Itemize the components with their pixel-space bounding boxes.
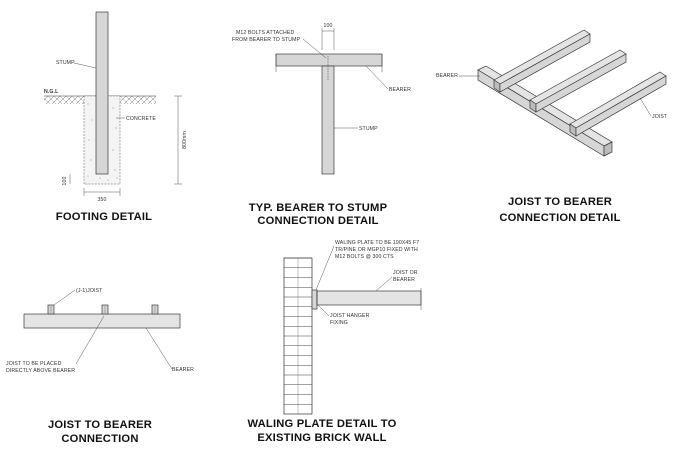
hanger-label-1: JOIST HANGER <box>330 313 370 319</box>
waling-joist-label-1: JOIST OR <box>393 270 418 276</box>
brick-courses <box>284 257 312 414</box>
waling-plate <box>311 289 318 310</box>
waling-note-leader <box>315 245 335 291</box>
joist-bearer-iso: BEARER JOIST JOIST TO BEARER CONNECTION … <box>436 29 668 224</box>
conn-note-1: JOIST TO BE PLACED <box>6 361 62 367</box>
stump-label: STUMP <box>56 60 75 66</box>
waling-joist-leader <box>375 276 393 292</box>
waling-title-2: EXISTING BRICK WALL <box>257 432 386 444</box>
joist-or-bearer <box>316 290 422 306</box>
iso-joist-label: JOIST <box>652 114 668 120</box>
joist-1-side <box>499 33 591 93</box>
hanger-label-2: FIXING <box>330 320 348 326</box>
bearer-leader <box>365 65 389 90</box>
footing-detail: STUMP N.G.L CONCRETE 800mm 100 350 FOOTI… <box>44 11 188 223</box>
iso-joist-leader <box>639 97 652 117</box>
bearer-label: BEARER <box>389 87 411 93</box>
depth-dim-text: 800mm <box>182 131 188 149</box>
ngl-label: N.G.L <box>44 89 59 95</box>
stump-post-2 <box>321 65 335 175</box>
conn-bearer-label: BEARER <box>172 367 194 373</box>
bolt-leader <box>302 38 327 59</box>
ground-hatch-right <box>120 96 156 104</box>
concrete-speckle <box>87 103 118 181</box>
waling-note-2: TR/PINE OR MGP10 FIXED WITH <box>335 247 418 253</box>
ground-hatch-left <box>44 96 84 104</box>
stump-post <box>95 11 109 175</box>
waling-plate-detail: WALING PLATE TO BE 190X45 F7 TR/PINE OR … <box>247 240 422 444</box>
conn-title-1: JOIST TO BEARER <box>48 419 152 431</box>
conn-bearer <box>23 313 181 329</box>
bearer-stump-title-2: CONNECTION DETAIL <box>257 215 378 227</box>
conn-joist-label: (J-1)JOIST <box>76 288 103 294</box>
conn-joist-leader <box>53 289 76 306</box>
width-dim-text: 350 <box>98 197 107 203</box>
conn-note-2: DIRECTLY ABOVE BEARER <box>6 368 75 374</box>
joist-2-side <box>535 53 627 113</box>
iso-title-1: JOIST TO BEARER <box>508 196 612 208</box>
conn-title-2: CONNECTION <box>61 433 138 445</box>
bearer-beam <box>275 53 383 67</box>
concrete-label: CONCRETE <box>126 116 156 122</box>
waling-title-1: WALING PLATE DETAIL TO <box>247 418 396 430</box>
bearer-stump-title-1: TYP. BEARER TO STUMP <box>249 202 388 214</box>
conn-bearer-leader <box>145 327 173 370</box>
iso-bearer-label: BEARER <box>436 73 458 79</box>
stump-label-2: STUMP <box>359 126 378 132</box>
bearer-stump-detail: 100 M12 BOLTS ATTACHED FROM BEARER TO ST… <box>232 23 411 227</box>
joist-bearer-connection: (J-1)JOIST JOIST TO BE PLACED DIRECTLY A… <box>6 288 194 445</box>
stump-leader <box>73 62 97 69</box>
bolt-label-1: M12 BOLTS ATTACHED <box>236 30 294 36</box>
bottom-dim-text: 100 <box>62 177 68 186</box>
joist-3-side <box>575 75 667 137</box>
hanger-leader <box>317 304 330 317</box>
top-dim-text: 100 <box>324 23 333 29</box>
waling-note-3: M12 BOLTS @ 300 CTS <box>335 254 394 260</box>
bolt-label-2: FROM BEARER TO STUMP <box>232 37 301 43</box>
footing-title: FOOTING DETAIL <box>56 211 152 223</box>
bearer-end <box>603 141 613 157</box>
waling-joist-label-2: BEARER <box>393 277 415 283</box>
conn-note-leader <box>75 315 105 365</box>
waling-note-1: WALING PLATE TO BE 190X45 F7 <box>335 240 419 246</box>
iso-title-2: CONNECTION DETAIL <box>499 212 620 224</box>
